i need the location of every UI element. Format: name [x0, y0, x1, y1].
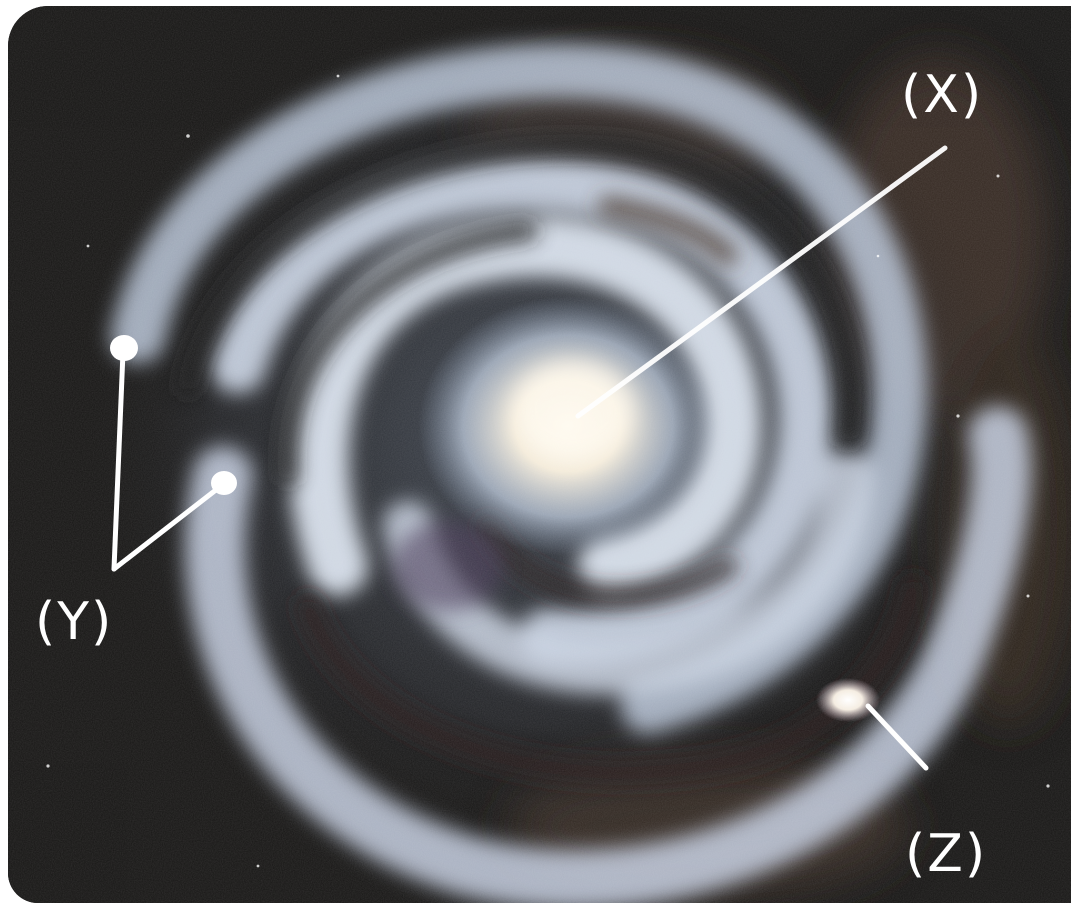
pointer-y-dot-lower [211, 471, 237, 495]
spiral-galaxy-image [8, 6, 1071, 903]
label-x: (X) [901, 69, 983, 121]
galaxy-illustration: (X) (Y) (Z) [8, 6, 1071, 903]
pointer-y-dot-upper [110, 335, 138, 361]
label-y: (Y) [35, 596, 113, 648]
label-z: (Z) [905, 828, 987, 880]
